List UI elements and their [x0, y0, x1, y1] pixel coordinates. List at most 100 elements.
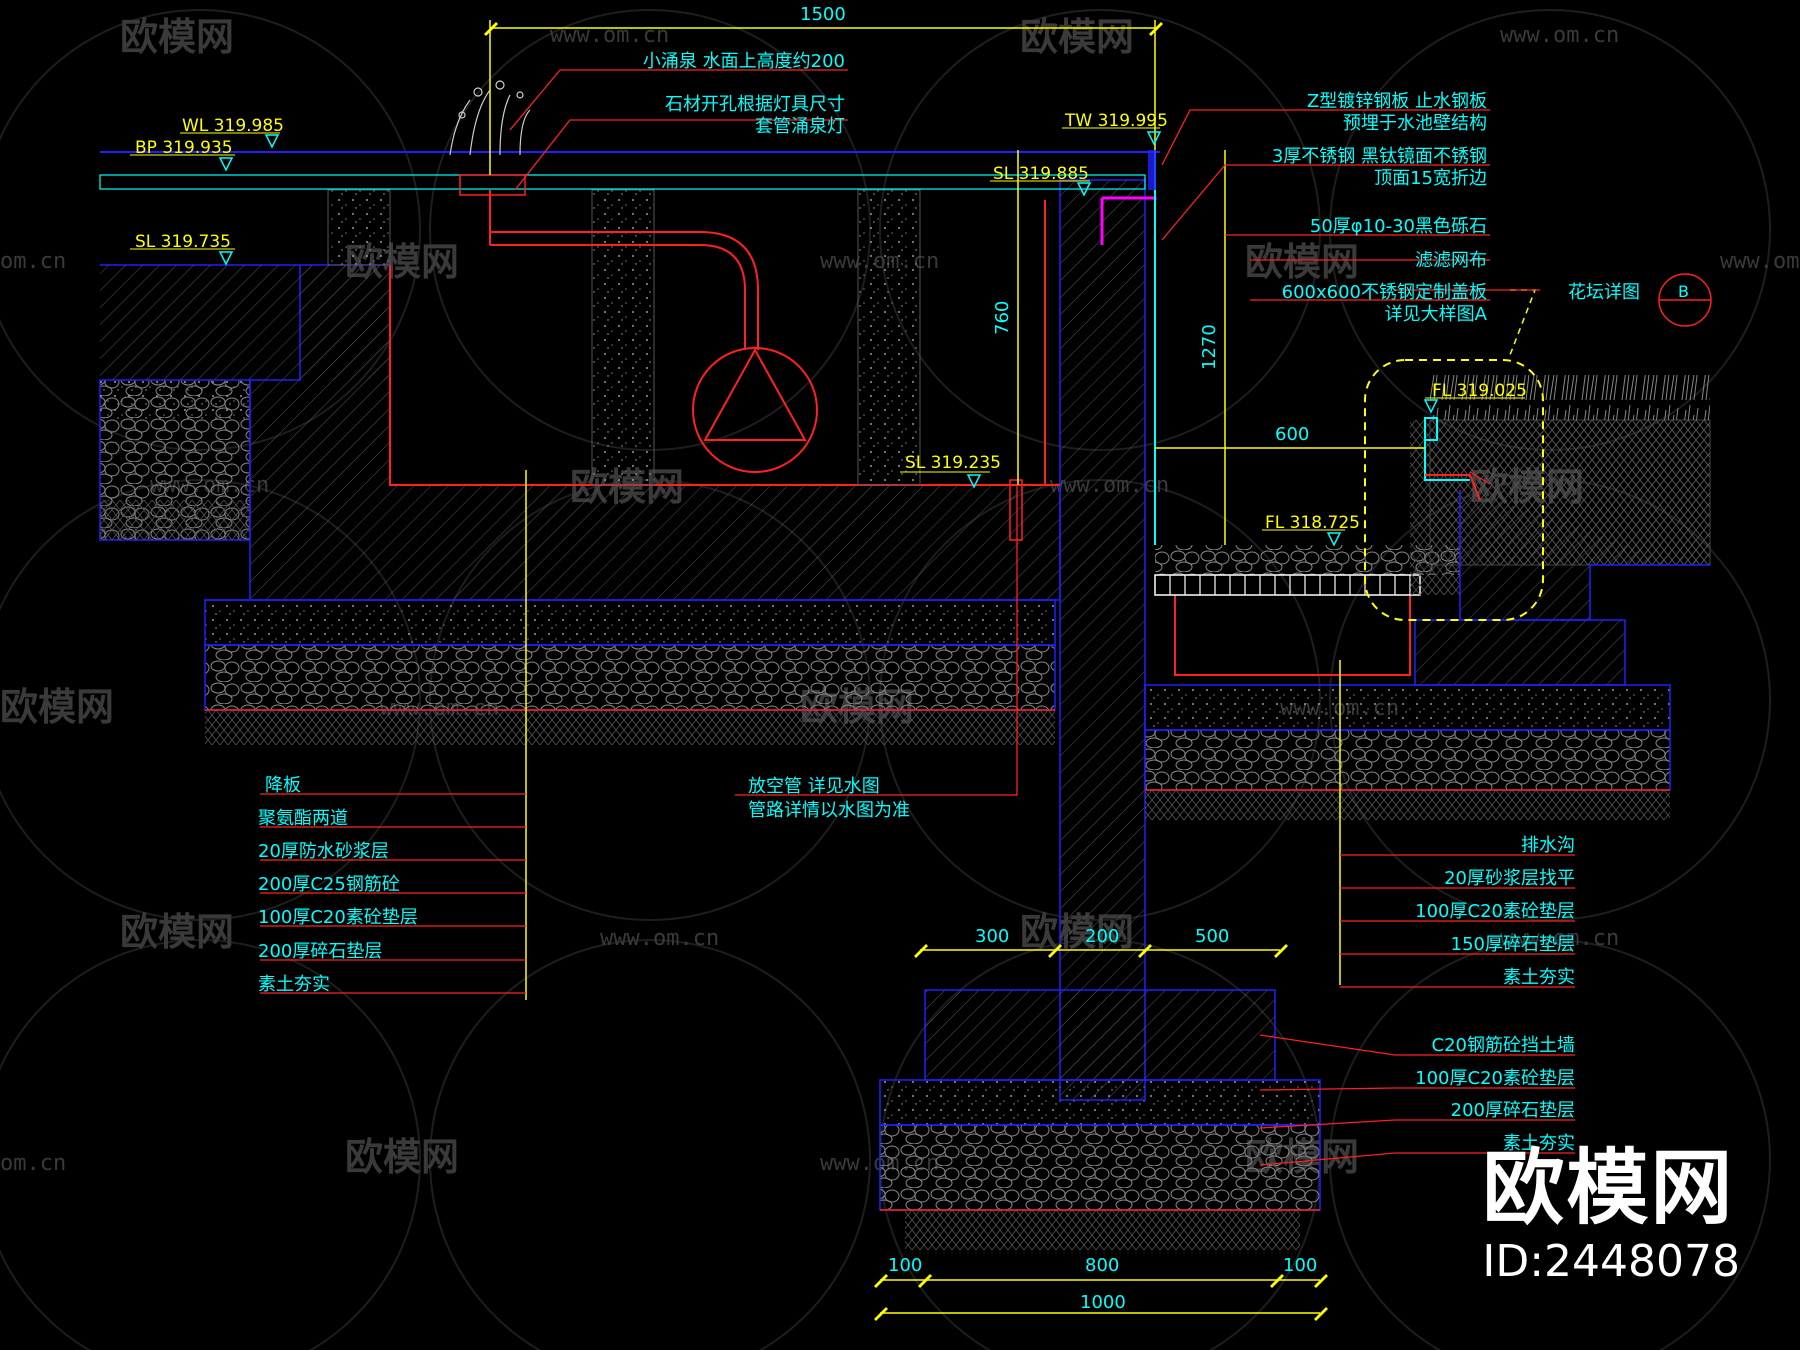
layer-note: 20厚防水砂浆层: [258, 841, 389, 862]
note-detail-a: 详见大样图A: [1385, 304, 1488, 325]
note-pipe-detail: 管路详情以水图为准: [748, 800, 910, 821]
layer-note: C20钢筋砼挡土墙: [1432, 1035, 1575, 1056]
model-id: ID:2448078: [1482, 1236, 1740, 1287]
elev-wl: WL 319.985: [182, 116, 284, 136]
planter-base: [1414, 619, 1626, 686]
elev-sl2: SL 319.885: [993, 164, 1089, 184]
dim-800: 800: [1085, 1255, 1119, 1276]
note-fold-edge: 顶面15宽折边: [1374, 168, 1487, 189]
layer-note: 100厚C20素砼垫层: [1415, 1068, 1575, 1089]
note-stone-opening: 石材开孔根据灯具尺寸: [665, 94, 845, 115]
drain-structure: [1144, 273, 1712, 820]
watermark-logo: 欧模网: [120, 15, 234, 59]
note-fountain: 小涌泉 水面上高度约200: [643, 51, 845, 72]
layer-note: 排水沟: [1521, 835, 1575, 856]
dim-1500: 1500: [800, 4, 846, 25]
note-z-plate: Z型镀锌钢板 止水钢板: [1307, 91, 1487, 112]
dim-500: 500: [1195, 926, 1229, 947]
drain-gravel: [1144, 729, 1671, 791]
elev-fl1: FL 319.025: [1432, 381, 1527, 401]
pump-symbol: [692, 347, 818, 473]
pool-structure: [99, 80, 1321, 1250]
watermark-url: www.om.cn: [1500, 23, 1619, 48]
layer-note: 素土夯实: [258, 974, 330, 995]
layer-note: 200厚C25钢筋砼: [258, 874, 400, 895]
note-stainless: 3厚不锈钢 黑钛镜面不锈钢: [1272, 146, 1487, 167]
retaining-wall: [1059, 179, 1146, 1101]
detail-tag-letter: B: [1678, 282, 1689, 301]
dim-600: 600: [1275, 424, 1309, 445]
watermark-logo: 欧模网: [120, 910, 234, 954]
brand-block: 欧模网 ID:2448078: [1482, 1144, 1740, 1290]
elev-tw: TW 319.995: [1064, 111, 1168, 131]
wall-layer-notes: C20钢筋砼挡土墙 100厚C20素砼垫层 200厚碎石垫层 素土夯实: [1415, 1035, 1575, 1154]
watermark-logo: 欧模网: [345, 1135, 459, 1179]
dimension-labels: 1500 760 1270 600 300 200 500 100 800 10…: [800, 4, 1317, 1313]
layer-note: 素土夯实: [1503, 1133, 1575, 1154]
watermark-logo: 欧模网: [0, 685, 114, 729]
drain-layer-notes: 排水沟 20厚砂浆层找平 100厚C20素砼垫层 150厚碎石垫层 素土夯实: [1415, 835, 1575, 988]
elevation-underlines: [130, 127, 1525, 531]
drain-trench: [1174, 595, 1411, 676]
pool-concrete-cushion: [204, 599, 1056, 646]
dim-100b: 100: [1283, 1255, 1317, 1276]
dimension-ticks: [484, 22, 1328, 1321]
layer-note: 素土夯实: [1503, 967, 1575, 988]
watermark-url: om.cn: [0, 249, 66, 274]
gravel-top: [1155, 545, 1460, 575]
layer-note: 聚氨酯两道: [258, 808, 348, 829]
stone-deck: [99, 174, 1146, 190]
watermark-url: www.om.cn: [1500, 926, 1619, 951]
dim-300: 300: [975, 926, 1009, 947]
drain-cushion: [1144, 684, 1671, 731]
elevation-labels: WL 319.985 BP 319.935 SL 319.735 TW 319.…: [135, 111, 1527, 533]
leader-lines: [260, 69, 1575, 1166]
right-notes: Z型镀锌钢板 止水钢板 预埋于水池壁结构 3厚不锈钢 黑钛镜面不锈钢 顶面15宽…: [1272, 91, 1488, 325]
watermark-url: www.om.cn: [1720, 249, 1800, 274]
layer-note: 200厚碎石垫层: [258, 941, 382, 962]
footing-gravel: [879, 1124, 1321, 1211]
layer-note: 100厚C20素砼垫层: [258, 907, 418, 928]
dim-100a: 100: [888, 1255, 922, 1276]
pillar: [327, 189, 391, 266]
watermark-url: om.cn: [0, 1151, 66, 1176]
elev-fl2: FL 318.725: [1265, 513, 1360, 533]
elev-sl3: SL 319.235: [905, 453, 1001, 473]
left-layer-notes: 降板 聚氨酯两道 20厚防水砂浆层 200厚C25钢筋砼 100厚C20素砼垫层…: [258, 775, 418, 995]
watermark-url: www.om.cn: [550, 23, 669, 48]
brand-logo: 欧模网: [1482, 1141, 1735, 1236]
dim-1270: 1270: [1199, 324, 1220, 370]
layer-note: 150厚碎石垫层: [1451, 934, 1575, 955]
note-sleeve-light: 套管涌泉灯: [755, 116, 845, 137]
fountain-spray: [449, 80, 531, 156]
layer-note: 100厚C20素砼垫层: [1415, 901, 1575, 922]
footing-soil: [905, 1210, 1300, 1250]
note-cover-plate: 600x600不锈钢定制盖板: [1282, 282, 1487, 303]
pillar: [857, 189, 921, 486]
footing-cushion: [879, 1079, 1321, 1126]
dim-760: 760: [992, 301, 1013, 335]
pool-gravel-cushion: [204, 644, 1056, 711]
drain-pipe: [1009, 479, 1023, 541]
top-notes: 小涌泉 水面上高度约200 石材开孔根据灯具尺寸 套管涌泉灯: [643, 51, 845, 137]
note-drain-pipe: 放空管 详见水图: [748, 776, 880, 797]
layer-note: 降板: [265, 775, 301, 796]
elev-sl1: SL 319.735: [135, 232, 231, 252]
planter-detail-callout: [1364, 359, 1544, 621]
note-planter-detail: 花坛详图: [1568, 282, 1640, 303]
note-filter-cloth: 滤滤网布: [1415, 250, 1487, 271]
note-embed: 预埋于水池壁结构: [1343, 113, 1487, 134]
elevation-markers: [218, 131, 1439, 547]
elev-bp: BP 319.935: [135, 138, 233, 158]
pillar: [591, 189, 655, 486]
layer-note: 200厚碎石垫层: [1451, 1100, 1575, 1121]
fountain-sleeve: [459, 174, 526, 196]
watermark-logo: 欧模网: [1020, 15, 1134, 59]
wall-footing: [924, 989, 1276, 1081]
dim-200: 200: [1085, 926, 1119, 947]
dimension-lines: [489, 20, 1425, 1314]
watermark-logo: 欧模网: [1245, 240, 1359, 284]
layer-note: 20厚砂浆层找平: [1444, 868, 1575, 889]
pool-compacted-soil: [205, 710, 1055, 745]
